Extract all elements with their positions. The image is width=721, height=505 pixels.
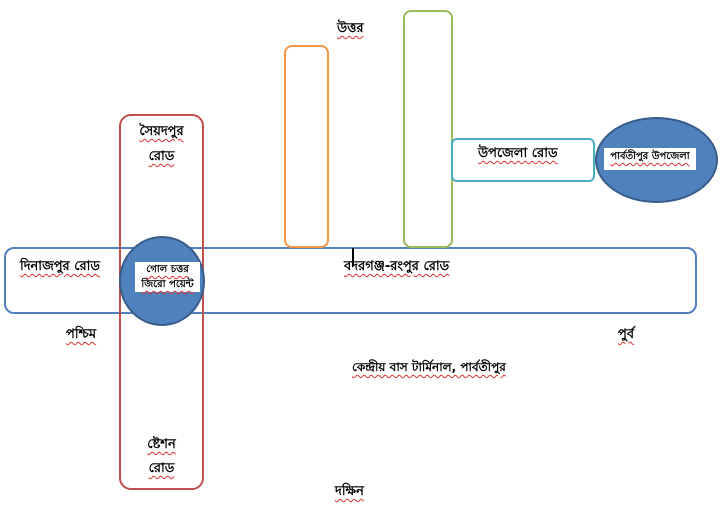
north-label: উত্তর — [337, 21, 364, 36]
parbatipur-upazila-label: পার্বতীপুর উপজেলা — [610, 151, 690, 162]
parbatipur-upazila-label-box — [604, 148, 696, 170]
saidpur-road-label-line2: রোড — [148, 149, 175, 164]
roundabout-label-line1: গোল চত্তর — [146, 264, 189, 275]
bus-terminal-label: কেন্দ্রীয় বাস টার্মিনাল, পার্বতীপুর — [352, 360, 506, 374]
station-road-label-line2: রোড — [148, 461, 175, 476]
station-road-label-line1: ষ্টেশন — [147, 437, 176, 452]
saidpur-station-road — [119, 114, 204, 490]
south-label: দক্ষিন — [335, 484, 364, 499]
upazila-road — [451, 138, 595, 182]
roundabout-label-box — [135, 262, 200, 292]
saidpur-road-label-line1: সৈয়দপুর — [139, 124, 184, 139]
road-marker — [352, 248, 354, 265]
green-road-block — [403, 10, 453, 248]
west-label: পশ্চিম — [66, 327, 97, 342]
dinajpur-road-label: দিনাজপুর রোড — [20, 259, 100, 274]
main-road-label: বদরগঞ্জ-রংপুর রোড — [344, 259, 450, 274]
upazila-road-label: উপজেলা রোড — [478, 146, 558, 161]
main-road — [4, 247, 697, 314]
east-label: পুর্ব — [618, 327, 635, 342]
roundabout-label-line2: জিরো পয়েন্ট — [141, 279, 194, 290]
orange-road-block — [284, 45, 329, 248]
